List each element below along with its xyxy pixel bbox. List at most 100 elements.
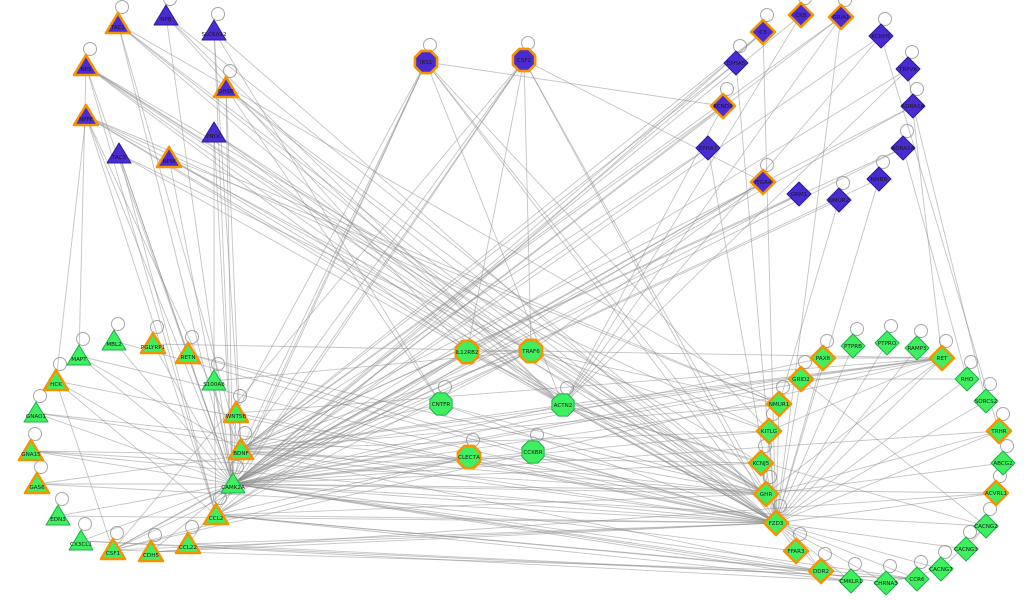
triangle-node-shape[interactable] — [220, 472, 246, 494]
triangle-node-shape[interactable] — [99, 537, 127, 561]
diamond-node-shape[interactable] — [985, 417, 1013, 445]
diamond-node-shape[interactable] — [866, 166, 892, 192]
node-NPB[interactable]: NPB — [153, 4, 179, 26]
diamond-node-shape[interactable] — [973, 513, 999, 539]
node-EPHA5[interactable]: EPHA5 — [723, 50, 749, 76]
triangle-node-shape[interactable] — [106, 142, 132, 164]
octagon-node-shape[interactable] — [551, 393, 575, 417]
node-NMBR[interactable]: NMBR — [866, 166, 892, 192]
node-FFAR3[interactable]: FFAR3 — [782, 537, 810, 565]
triangle-node-shape[interactable] — [68, 529, 94, 551]
triangle-node-shape[interactable] — [153, 4, 179, 26]
diamond-node-shape[interactable] — [749, 18, 777, 46]
diamond-node-shape[interactable] — [695, 135, 721, 161]
node-PTPRB[interactable]: PTPRB — [840, 333, 866, 359]
node-EDN3[interactable]: EDN3 — [45, 504, 71, 526]
diamond-node-shape[interactable] — [904, 566, 930, 592]
triangle-node-shape[interactable] — [202, 502, 230, 526]
diamond-node-shape[interactable] — [838, 568, 864, 594]
diamond-node-shape[interactable] — [868, 23, 894, 49]
node-CLEC7A[interactable]: CLEC7A — [456, 444, 482, 470]
diamond-node-shape[interactable] — [895, 56, 921, 82]
node-CCKBR[interactable]: CCKBR — [521, 440, 545, 464]
triangle-node-shape[interactable] — [227, 437, 255, 461]
diamond-node-shape[interactable] — [953, 536, 979, 562]
diamond-node-shape[interactable] — [809, 344, 837, 372]
triangle-node-shape[interactable] — [72, 53, 100, 77]
node-ACTN2[interactable]: ACTN2 — [551, 393, 575, 417]
node-GRIA1[interactable]: GRIA1 — [827, 3, 855, 31]
diamond-node-shape[interactable] — [874, 330, 900, 356]
node-ACVRL1[interactable]: ACVRL1 — [982, 479, 1010, 507]
node-KCNH5[interactable]: KCNH5 — [868, 23, 894, 49]
triangle-node-shape[interactable] — [155, 145, 183, 169]
node-IRS1[interactable]: IRS1 — [413, 49, 439, 75]
diamond-node-shape[interactable] — [954, 366, 980, 392]
triangle-node-shape[interactable] — [101, 329, 127, 351]
diamond-node-shape[interactable] — [890, 135, 916, 161]
octagon-node-shape[interactable] — [456, 444, 482, 470]
octagon-node-shape[interactable] — [518, 338, 544, 364]
diamond-node-shape[interactable] — [747, 449, 775, 477]
diamond-node-shape[interactable] — [904, 335, 930, 361]
triangle-node-shape[interactable] — [174, 531, 202, 555]
octagon-node-shape[interactable] — [429, 392, 453, 416]
diamond-node-shape[interactable] — [755, 417, 783, 445]
diamond-node-shape[interactable] — [762, 509, 790, 537]
octagon-node-shape[interactable] — [521, 440, 545, 464]
node-SORCS2[interactable]: SORCS2 — [973, 388, 999, 414]
triangle-node-shape[interactable] — [104, 11, 132, 35]
node-C3[interactable]: C3 — [749, 18, 777, 46]
node-TAC1[interactable]: TAC1 — [104, 11, 132, 35]
diamond-node-shape[interactable] — [786, 181, 812, 207]
diamond-node-shape[interactable] — [787, 365, 815, 393]
diamond-node-shape[interactable] — [840, 333, 866, 359]
node-PGLYRP1[interactable]: PGLYRP1 — [139, 331, 167, 355]
triangle-node-shape[interactable] — [174, 341, 202, 365]
node-GNA15[interactable]: GNA15 — [17, 438, 45, 462]
diamond-node-shape[interactable] — [826, 187, 852, 213]
diamond-node-shape[interactable] — [723, 50, 749, 76]
diamond-node-shape[interactable] — [873, 570, 899, 596]
node-CHRNA3[interactable]: CHRNA3 — [873, 570, 899, 596]
diamond-node-shape[interactable] — [752, 480, 780, 508]
triangle-node-shape[interactable] — [222, 400, 250, 424]
triangle-node-shape[interactable] — [66, 344, 92, 366]
triangle-node-shape[interactable] — [201, 121, 227, 143]
node-NMUR2[interactable]: NMUR2 — [826, 187, 852, 213]
node-NMUR1[interactable]: NMUR1 — [765, 390, 793, 418]
node-CKB[interactable]: CKB — [787, 1, 815, 29]
octagon-node-shape[interactable] — [413, 49, 439, 75]
triangle-node-shape[interactable] — [23, 401, 49, 423]
node-SLC6A12[interactable]: SLC6A12 — [201, 19, 227, 41]
node-GNAO1[interactable]: GNAO1 — [23, 401, 49, 423]
node-MAPT[interactable]: MAPT — [66, 344, 92, 366]
node-CNTFR[interactable]: CNTFR — [429, 392, 453, 416]
node-CCR6[interactable]: CCR6 — [904, 566, 930, 592]
node-TRAF6[interactable]: TRAF6 — [518, 338, 544, 364]
triangle-node-shape[interactable] — [139, 331, 167, 355]
triangle-node-shape[interactable] — [42, 368, 70, 392]
octagon-node-shape[interactable] — [454, 339, 480, 365]
node-EPHA7[interactable]: EPHA7 — [695, 135, 721, 161]
diamond-node-shape[interactable] — [807, 557, 835, 585]
node-IL12RB2[interactable]: IL12RB2 — [454, 339, 480, 365]
node-RAMP3[interactable]: RAMP3 — [904, 335, 930, 361]
diamond-node-shape[interactable] — [982, 479, 1010, 507]
triangle-node-shape[interactable] — [45, 504, 71, 526]
triangle-node-shape[interactable] — [137, 539, 165, 563]
diamond-node-shape[interactable] — [928, 344, 956, 372]
node-PNOC[interactable]: PNOC — [201, 121, 227, 143]
node-CCL22[interactable]: CCL22 — [174, 531, 202, 555]
node-GRID2[interactable]: GRID2 — [787, 365, 815, 393]
diamond-node-shape[interactable] — [749, 168, 777, 196]
node-RHO[interactable]: RHO — [954, 366, 980, 392]
triangle-node-shape[interactable] — [201, 369, 227, 391]
diamond-node-shape[interactable] — [928, 556, 954, 582]
diamond-node-shape[interactable] — [709, 92, 737, 120]
node-HCK[interactable]: HCK — [42, 368, 70, 392]
node-NPFF[interactable]: NPFF — [72, 103, 100, 127]
node-NPS[interactable]: NPS — [72, 53, 100, 77]
triangle-node-shape[interactable] — [72, 103, 100, 127]
